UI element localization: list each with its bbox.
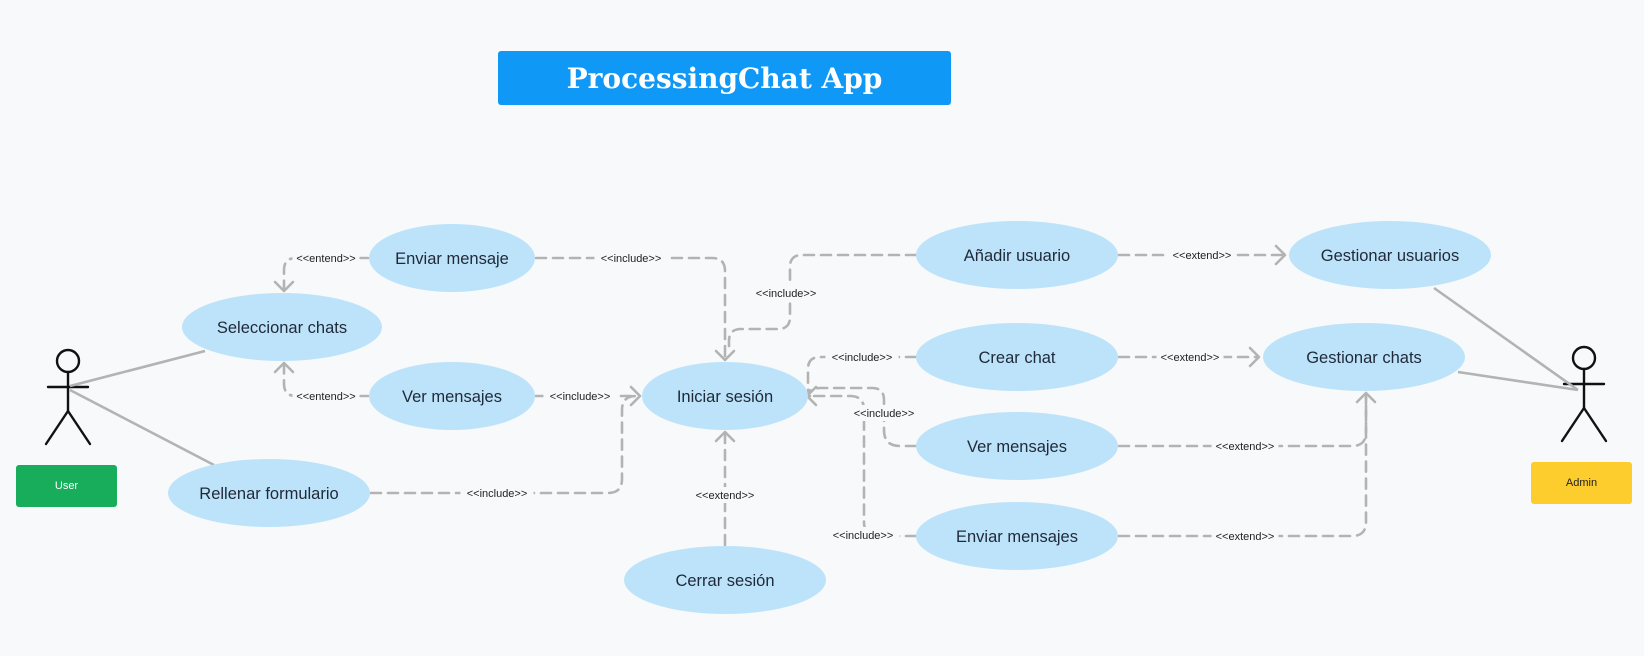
relation-label-bg <box>1168 247 1236 263</box>
relation-label-bg <box>825 349 899 365</box>
usecase-rellenar-formulario[interactable]: Rellenar formulario <box>168 459 370 527</box>
relation-label: <<include>> <box>832 352 893 364</box>
relation-label: <<extend>> <box>1216 531 1275 543</box>
usecase-label: Gestionar chats <box>1306 349 1422 367</box>
arrowhead <box>629 385 642 407</box>
usecase-ellipse[interactable] <box>369 362 535 430</box>
usecase-ellipse[interactable] <box>168 459 370 527</box>
usecase-ellipse[interactable] <box>369 224 535 292</box>
relation-enviar_mensajes-to-gestionar_chats <box>1117 396 1368 538</box>
usecase-ver-mensajes-admin[interactable]: Ver mensajes <box>916 412 1118 480</box>
usecase-gestionar-usuarios[interactable]: Gestionar usuarios <box>1289 221 1491 289</box>
relation-label-bg <box>691 487 759 503</box>
usecase-crear-chat[interactable]: Crear chat <box>916 323 1118 391</box>
usecase-ellipse[interactable] <box>916 323 1118 391</box>
usecase-label: Gestionar usuarios <box>1321 247 1460 265</box>
usecase-ellipse[interactable] <box>916 412 1118 480</box>
actor-head <box>55 348 81 374</box>
arrowhead <box>1248 346 1261 368</box>
usecase-ellipse[interactable] <box>1289 221 1491 289</box>
usecase-label: Crear chat <box>978 349 1055 367</box>
usecase-label: Añadir usuario <box>964 247 1070 265</box>
relation-label-bg <box>460 485 534 501</box>
usecase-ellipse[interactable] <box>916 221 1118 289</box>
usecase-ellipse[interactable] <box>916 502 1118 570</box>
actor-right-leg <box>66 409 92 446</box>
relation-label-bg <box>847 405 921 421</box>
usecase-anadir-usuario[interactable]: Añadir usuario <box>916 221 1118 289</box>
relation-label-bg <box>749 285 823 301</box>
relation-label: <<extend>> <box>1216 441 1275 453</box>
usecase-label: Rellenar formulario <box>199 485 338 503</box>
usecase-cerrar-sesion[interactable]: Cerrar sesión <box>624 546 826 614</box>
usecase-label: Ver mensajes <box>967 438 1067 456</box>
relation-label: <<entend>> <box>296 253 355 265</box>
relation-label-bg <box>292 388 360 404</box>
relation-rellenar_formulario-to-iniciar_sesion <box>369 394 642 495</box>
usecase-ellipse[interactable] <box>624 546 826 614</box>
usecase-ellipse[interactable] <box>642 362 808 430</box>
relation-label: <<include>> <box>833 530 894 542</box>
relation-label-bg <box>1156 349 1224 365</box>
arrowhead <box>1274 244 1287 266</box>
user-actor-figure <box>44 348 92 446</box>
relation-label: <<entend>> <box>296 391 355 403</box>
relation-label: <<include>> <box>550 391 611 403</box>
actor-left-leg <box>44 409 70 446</box>
relation-label-bg <box>292 250 360 266</box>
actor-right-leg <box>1582 406 1608 443</box>
relation-label: <<extend>> <box>696 490 755 502</box>
relation-label-bg <box>543 388 617 404</box>
relation-enviar_mensaje-to-iniciar_sesion <box>534 256 727 360</box>
usecase-label: Seleccionar chats <box>217 319 347 337</box>
relation-label: <<include>> <box>854 408 915 420</box>
usecase-ellipse[interactable] <box>1263 323 1465 391</box>
usecase-ver-mensajes-user[interactable]: Ver mensajes <box>369 362 535 430</box>
relation-label: <<include>> <box>756 288 817 300</box>
actor-left-leg <box>1560 406 1586 443</box>
usecase-label: Enviar mensajes <box>956 528 1078 546</box>
arrowhead <box>714 349 736 362</box>
usecase-iniciar-sesion[interactable]: Iniciar sesión <box>642 362 808 430</box>
relation-label-bg <box>594 250 668 266</box>
usecase-gestionar-chats[interactable]: Gestionar chats <box>1263 323 1465 391</box>
usecase-label: Ver mensajes <box>402 388 502 406</box>
association-admin-gestionar_chats <box>1457 370 1579 392</box>
user-actor-label: User <box>16 465 117 507</box>
relation-label-bg <box>1211 438 1279 454</box>
relation-ver_mensajes_admin-to-iniciar_sesion <box>806 386 918 448</box>
relation-label: <<include>> <box>601 253 662 265</box>
relation-label: <<extend>> <box>1161 352 1220 364</box>
admin-actor-figure <box>1560 345 1608 443</box>
usecase-enviar-mensajes[interactable]: Enviar mensajes <box>916 502 1118 570</box>
arrowhead <box>1355 391 1377 404</box>
actor-head <box>1571 345 1597 371</box>
arrowhead <box>273 361 295 374</box>
arrowhead <box>273 280 295 293</box>
diagram-title: ProcessingChat App <box>498 51 951 105</box>
usecase-label: Enviar mensaje <box>395 250 509 268</box>
association-admin-gestionar_usuarios <box>1433 286 1579 392</box>
usecase-enviar-mensaje[interactable]: Enviar mensaje <box>369 224 535 292</box>
arrowhead <box>714 430 736 443</box>
relation-label: <<include>> <box>467 488 528 500</box>
relation-label: <<extend>> <box>1173 250 1232 262</box>
admin-actor-label: Admin <box>1531 462 1632 504</box>
relation-label-bg <box>826 527 900 543</box>
usecase-seleccionar-chats[interactable]: Seleccionar chats <box>182 293 382 361</box>
relation-label-bg <box>1211 528 1279 544</box>
association-user-seleccionar_chats <box>69 349 206 388</box>
usecase-label: Cerrar sesión <box>675 572 774 590</box>
relation-anadir_usuario-to-iniciar_sesion <box>727 253 918 348</box>
usecase-label: Iniciar sesión <box>677 388 773 406</box>
usecase-ellipse[interactable] <box>182 293 382 361</box>
association-user-rellenar_formulario <box>69 388 215 467</box>
